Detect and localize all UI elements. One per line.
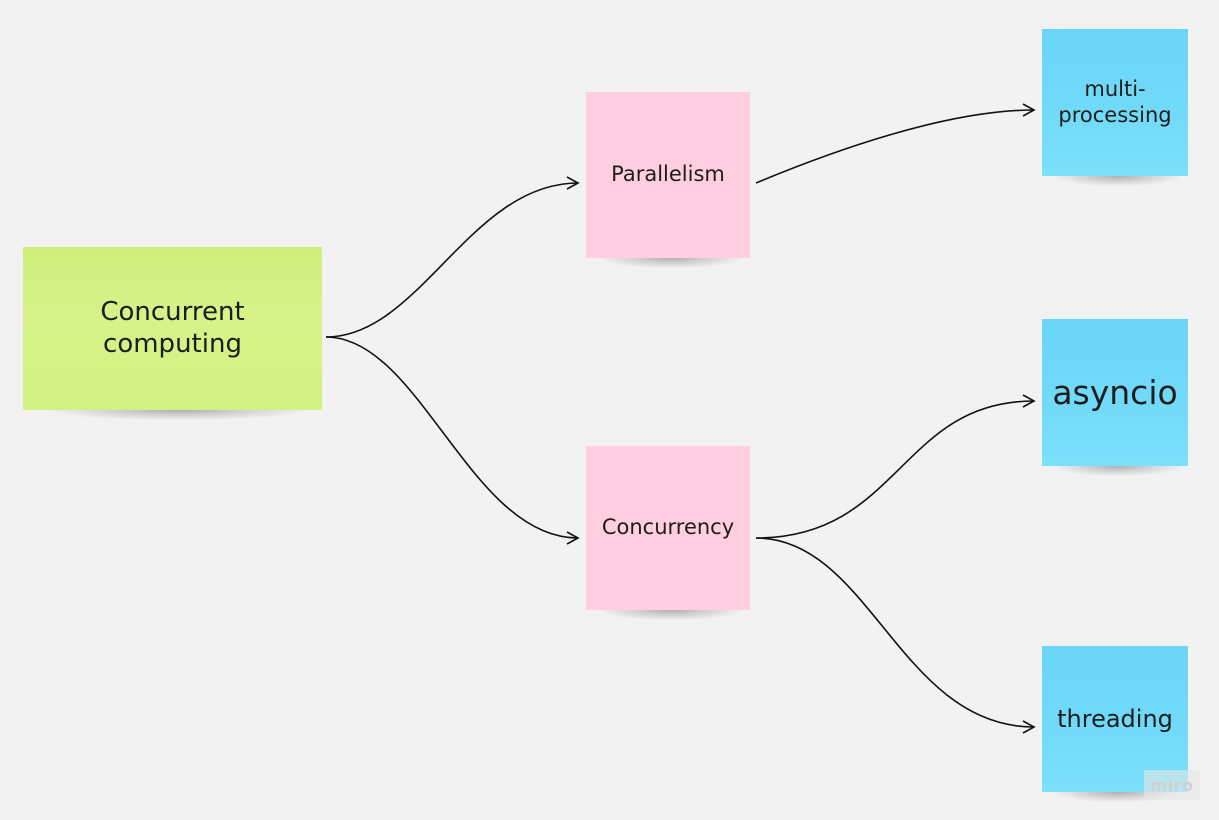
connector-concurrency-to-threading[interactable]	[755, 537, 1036, 734]
connector-concurrent-to-concurrency[interactable]	[325, 336, 580, 545]
connector-concurrent-to-parallelism[interactable]	[325, 176, 580, 338]
sticky-note-label: multi- processing	[1058, 77, 1172, 127]
sticky-note-label: threading	[1057, 704, 1173, 733]
sticky-note-multiprocessing[interactable]: multi- processing	[1042, 29, 1188, 186]
connector-parallelism-to-multiprocessing[interactable]	[755, 103, 1036, 184]
sticky-note-parallelism[interactable]: Parallelism	[586, 92, 750, 268]
sticky-note-label: Concurrency	[601, 515, 735, 540]
sticky-note-concurrent-computing[interactable]: Concurrent computing	[23, 247, 322, 420]
miro-watermark-logo: miro	[1144, 770, 1200, 800]
sticky-note-label: Concurrent computing	[100, 297, 245, 359]
connector-concurrency-to-asyncio[interactable]	[755, 394, 1036, 539]
sticky-note-label: asyncio	[1052, 372, 1178, 412]
sticky-note-concurrency[interactable]: Concurrency	[586, 446, 750, 620]
sticky-note-asyncio[interactable]: asyncio	[1042, 319, 1188, 476]
sticky-note-threading[interactable]: threading	[1042, 646, 1188, 802]
sticky-note-label: Parallelism	[611, 162, 725, 187]
